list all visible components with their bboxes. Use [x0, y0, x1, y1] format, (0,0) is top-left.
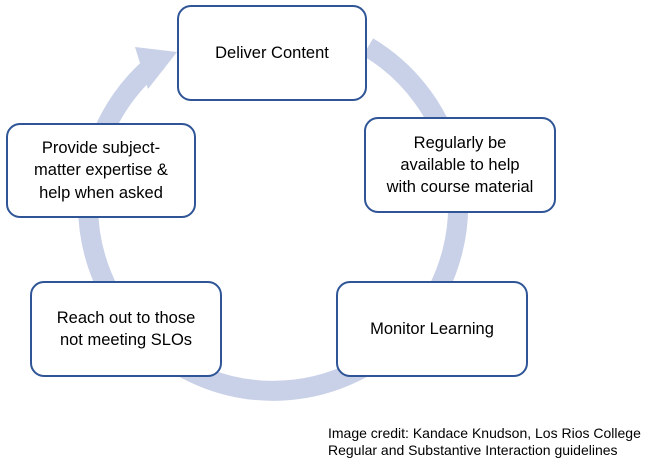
cycle-node-monitor-learning: Monitor Learning: [336, 281, 528, 377]
cycle-node-regularly-available: Regularly be available to help with cour…: [364, 117, 556, 213]
cycle-arrowhead: [135, 47, 177, 89]
cycle-node-subject-matter-expertise: Provide subject- matter expertise & help…: [6, 123, 196, 218]
cycle-node-deliver-content: Deliver Content: [177, 5, 367, 101]
cycle-node-reach-out: Reach out to those not meeting SLOs: [30, 281, 222, 377]
image-credit-line-1: Image credit: Kandace Knudson, Los Rios …: [328, 425, 641, 441]
image-credit-line-2: Regular and Substantive Interaction guid…: [328, 442, 618, 458]
